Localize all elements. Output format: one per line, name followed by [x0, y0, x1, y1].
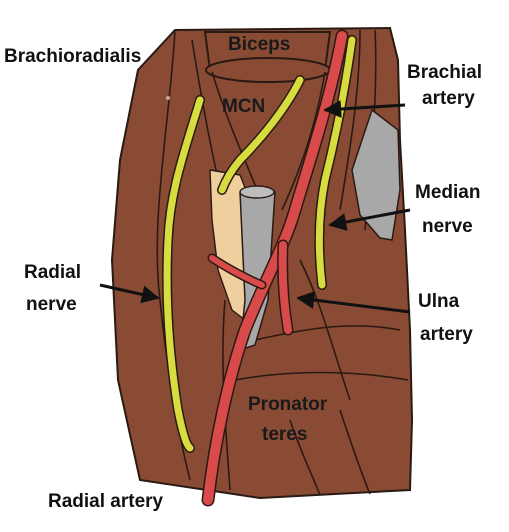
label-median-nerve-line2: nerve — [422, 216, 473, 237]
label-brachial-artery-line2: artery — [422, 88, 475, 109]
label-pronator-teres-line1: Pronator — [248, 394, 328, 415]
pointer-arrows — [99, 100, 411, 314]
arrow-radial-nerve — [99, 283, 160, 304]
label-brachial-artery-line1: Brachial — [407, 62, 482, 83]
nerves — [162, 35, 357, 453]
label-median-nerve-line1: Median — [415, 182, 480, 203]
label-pronator-teres-line2: teres — [262, 424, 307, 445]
arrow-brachial-artery — [323, 100, 406, 118]
arteries — [201, 29, 349, 507]
label-radial-nerve-line1: Radial — [24, 262, 81, 283]
tendon-cut-end — [239, 185, 275, 199]
arrow-ulna-artery — [296, 291, 411, 314]
arrow-median-nerve — [328, 208, 411, 231]
label-mcn: MCN — [222, 96, 265, 117]
label-ulna-artery-line2: artery — [420, 324, 473, 345]
label-brachioradialis: Brachioradialis — [4, 46, 141, 67]
label-ulna-artery-line1: Ulna — [418, 291, 460, 312]
medial-epicondyle-grey — [351, 108, 401, 241]
label-biceps: Biceps — [228, 34, 290, 55]
label-radial-artery: Radial artery — [48, 491, 164, 512]
label-radial-nerve-line2: nerve — [26, 294, 77, 315]
speck — [166, 96, 170, 100]
